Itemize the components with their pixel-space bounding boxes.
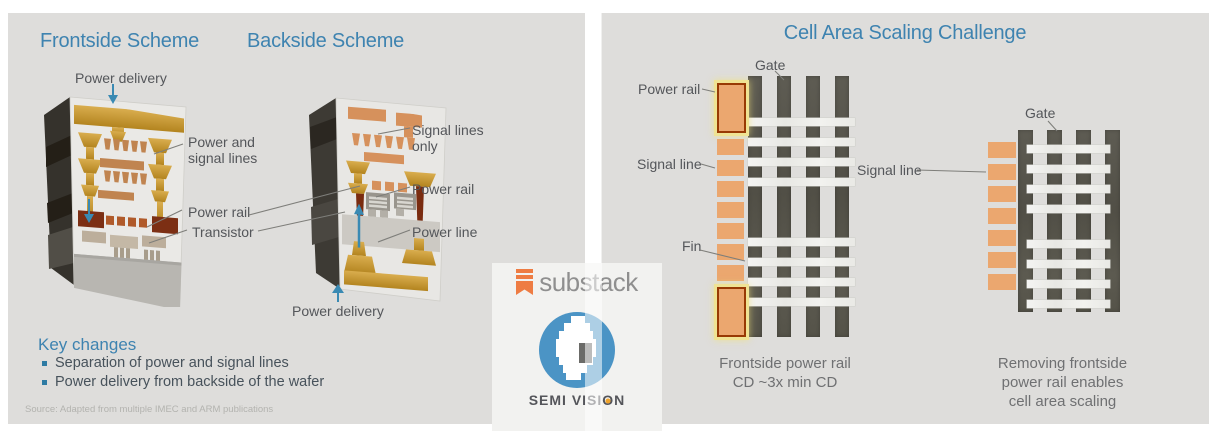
fin-bar — [1027, 165, 1110, 173]
fin-bar — [1027, 300, 1110, 308]
label-gate-right: Gate — [1025, 105, 1056, 121]
caption-frontside-power-rail: Frontside power rail CD ~3x min CD — [719, 355, 851, 392]
signal-line-block — [988, 230, 1016, 246]
label-gate-left: Gate — [755, 57, 786, 73]
label-power-rail-back: Power rail — [412, 181, 475, 197]
fin-bar — [748, 138, 855, 146]
fin-bar — [1027, 260, 1110, 268]
signal-line-block — [717, 223, 744, 239]
signal-line-block — [717, 265, 744, 281]
cell-area-title: Cell Area Scaling Challenge — [783, 22, 1027, 44]
fin-bar — [1027, 145, 1110, 153]
cell-area-panel: Cell Area Scaling Challenge — [601, 13, 1209, 424]
signal-line-block — [988, 164, 1016, 180]
bullet-square-icon — [42, 380, 47, 385]
label-signal-line-left: Signal line — [637, 156, 702, 172]
semivision-text-prefix: SEMI VISI — [528, 392, 603, 408]
signal-line-block — [988, 252, 1016, 268]
fin-bar — [1027, 185, 1110, 193]
signal-line-block — [988, 186, 1016, 202]
semivision-text-suffix: N — [614, 392, 626, 408]
label-power-delivery-bottom: Power delivery — [292, 303, 384, 319]
fin-bar — [1027, 240, 1110, 248]
signal-line-block — [717, 181, 744, 197]
fin-bar — [748, 278, 855, 286]
signal-line-block — [988, 208, 1016, 224]
substack-icon — [516, 269, 534, 295]
signal-line-block — [717, 160, 744, 176]
caption-removing-frontside: Removing frontside power rail enables ce… — [997, 355, 1128, 411]
power-scheme-panel: Frontside Scheme Backside Scheme — [8, 13, 585, 424]
label-power-line: Power line — [412, 224, 478, 240]
fin-bar — [1027, 205, 1110, 213]
fin-bar — [748, 118, 855, 126]
key-changes-heading: Key changes — [38, 335, 137, 354]
semivision-watermark: substack SEMI VISION — [492, 263, 662, 431]
bullet-text: Power delivery from backside of the wafe… — [55, 374, 325, 390]
source-note: Source: Adapted from multiple IMEC and A… — [25, 404, 274, 415]
substack-wordmark: substack — [539, 267, 638, 297]
signal-line-block — [988, 142, 1016, 158]
label-power-rail-front: Power rail — [188, 204, 251, 220]
label-signal-lines-only: Signal lines only — [412, 122, 484, 155]
backside-scheme-title: Backside Scheme — [247, 30, 405, 52]
signal-line-block — [717, 139, 744, 155]
label-power-rail: Power rail — [638, 81, 701, 97]
power-rail-block — [717, 287, 746, 337]
label-power-delivery-top: Power delivery — [75, 70, 167, 86]
fin-bar — [748, 238, 855, 246]
semivision-logo-icon — [539, 312, 615, 388]
bullet-square-icon — [42, 361, 47, 366]
fin-bar — [748, 158, 855, 166]
label-power-and-signal-lines: Power and signal lines — [188, 134, 258, 167]
frontside-scheme-title: Frontside Scheme — [40, 30, 200, 52]
label-fin: Fin — [682, 238, 702, 254]
label-signal-line-right: Signal line — [857, 162, 922, 178]
backside-chip-figure — [309, 97, 447, 302]
fin-bar — [748, 178, 855, 186]
signal-line-block — [717, 244, 744, 260]
frontside-rail-grid-figure — [717, 76, 967, 376]
scaled-grid-figure — [988, 130, 1198, 330]
pixel-wafer-glyph — [556, 316, 596, 380]
substack-logo: substack — [492, 269, 662, 295]
key-change-item: Separation of power and signal lines — [55, 355, 289, 371]
fin-bar — [1027, 280, 1110, 288]
frontside-chip-figure — [44, 96, 187, 307]
signal-line-block — [988, 274, 1016, 290]
fin-bar — [748, 258, 855, 266]
backside-metal-stack — [342, 106, 440, 292]
key-change-item: Power delivery from backside of the wafe… — [55, 374, 324, 390]
power-rail-block — [717, 83, 746, 133]
semivision-wordmark: SEMI VISION — [492, 392, 662, 408]
label-transistor: Transistor — [192, 224, 254, 240]
fin-bar — [748, 298, 855, 306]
semivision-o-dot: O — [602, 392, 615, 408]
signal-line-block — [717, 202, 744, 218]
bullet-text: Separation of power and signal lines — [55, 355, 289, 371]
